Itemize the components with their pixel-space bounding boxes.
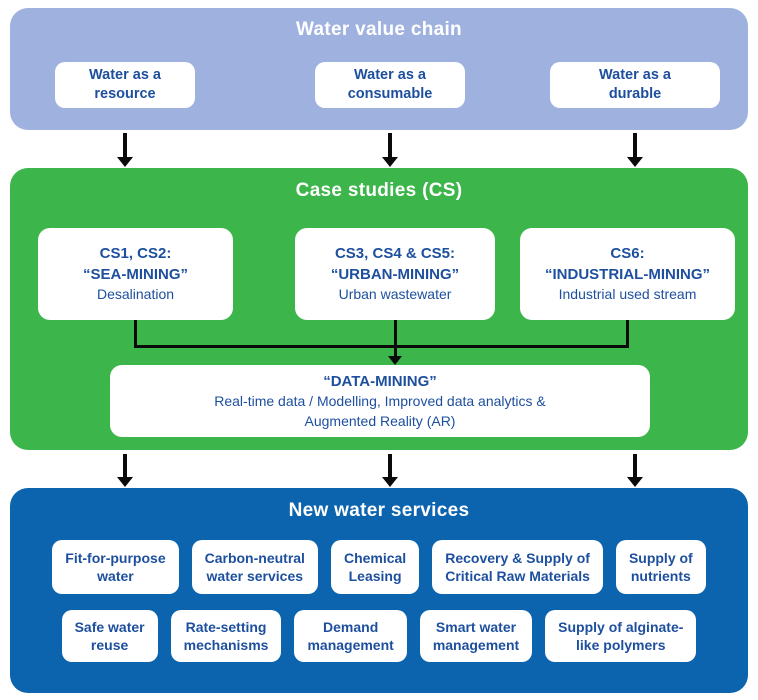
arrow-head <box>627 157 643 167</box>
arrow-head <box>388 356 402 365</box>
service-box-fit-for-purpose-water: Fit-for-purpose water <box>52 540 179 594</box>
service-box-safe-water-reuse: Safe water reuse <box>61 610 158 663</box>
new-water-services-panel: New water services Fit-for-purpose water… <box>10 488 748 693</box>
case-box-sea-mining: CS1, CS2: “SEA-MINING” Desalination <box>38 228 233 320</box>
data-mining-box: “DATA-MINING” Real-time data / Modelling… <box>110 365 650 437</box>
service-box-supply-of-nutrients: Supply of nutrients <box>615 540 706 594</box>
case-id: CS1, CS2: <box>99 245 172 263</box>
arrow-stem <box>388 133 392 157</box>
new-water-services-title: New water services <box>288 500 470 521</box>
water-as-durable-box: Water as a durable <box>550 62 720 108</box>
arrow-stem <box>633 133 637 157</box>
arrow-stem <box>123 454 127 477</box>
arrow-stem <box>393 320 397 356</box>
arrow-stem <box>123 133 127 157</box>
service-box-smart-water-management: Smart water management <box>419 610 533 663</box>
case-name: “URBAN-MINING” <box>330 266 460 284</box>
water-value-chain-title: Water value chain <box>296 19 462 40</box>
water-as-resource-box: Water as a resource <box>55 62 195 108</box>
service-box-demand-management: Demand management <box>294 610 407 663</box>
case-studies-panel: Case studies (CS) CS1, CS2: “SEA-MINING”… <box>10 168 748 450</box>
arrow-head <box>117 477 133 487</box>
connector-line-left <box>134 320 137 348</box>
case-box-urban-mining: CS3, CS4 & CS5: “URBAN-MINING” Urban was… <box>295 228 495 320</box>
connector-line-right <box>626 320 629 348</box>
case-detail: Urban wastewater <box>338 286 452 303</box>
arrow-head <box>382 477 398 487</box>
service-box-rate-setting-mechanisms: Rate-setting mechanisms <box>170 610 282 663</box>
service-box-supply-of-alginate-like-polymers: Supply of alginate- like polymers <box>545 610 697 663</box>
case-detail: Industrial used stream <box>558 286 697 303</box>
arrow-head <box>382 157 398 167</box>
connector-line-horizontal <box>134 345 629 348</box>
case-id: CS6: <box>610 245 645 263</box>
arrow-down-icon <box>627 454 643 487</box>
service-box-recovery-supply-critical-raw-materials: Recovery & Supply of Critical Raw Materi… <box>432 540 603 594</box>
case-name: “SEA-MINING” <box>83 266 188 284</box>
arrow-stem <box>388 454 392 477</box>
case-box-industrial-mining: CS6: “INDUSTRIAL-MINING” Industrial used… <box>520 228 735 320</box>
arrow-down-icon <box>117 454 133 487</box>
data-mining-detail: Real-time data / Modelling, Improved dat… <box>214 392 546 429</box>
arrow-down-icon <box>117 133 133 167</box>
case-detail: Desalination <box>96 286 175 303</box>
services-row-2: Safe water reuse Rate-setting mechanisms… <box>10 610 748 663</box>
arrow-head <box>627 477 643 487</box>
service-box-chemical-leasing: Chemical Leasing <box>330 540 420 594</box>
services-row-1: Fit-for-purpose water Carbon-neutral wat… <box>10 540 748 594</box>
service-box-carbon-neutral-water-services: Carbon-neutral water services <box>191 540 318 594</box>
case-studies-title: Case studies (CS) <box>295 180 463 201</box>
arrow-down-icon <box>627 133 643 167</box>
arrow-down-icon <box>387 320 403 365</box>
case-id: CS3, CS4 & CS5: <box>334 245 456 263</box>
water-as-consumable-box: Water as a consumable <box>315 62 465 108</box>
arrow-down-icon <box>382 133 398 167</box>
arrow-head <box>117 157 133 167</box>
arrow-down-icon <box>382 454 398 487</box>
arrow-stem <box>633 454 637 477</box>
data-mining-title: “DATA-MINING” <box>323 372 437 390</box>
water-value-chain-panel: Water value chain Water as a resource Wa… <box>10 8 748 130</box>
case-name: “INDUSTRIAL-MINING” <box>545 266 710 284</box>
